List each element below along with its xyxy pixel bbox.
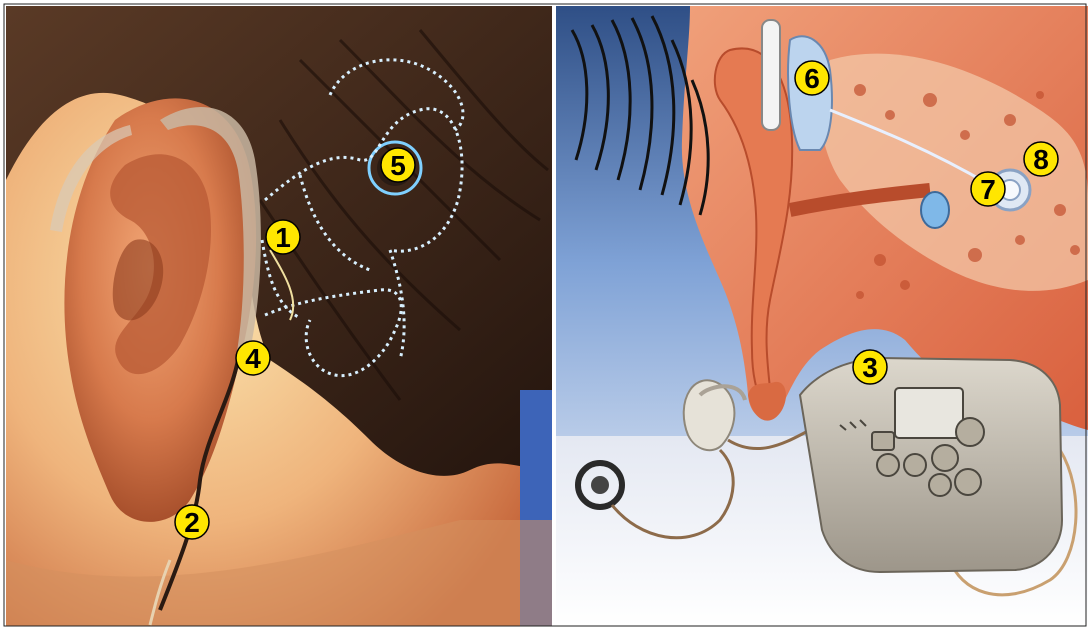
panel-divider: [552, 0, 556, 628]
marker-label: 3: [862, 352, 878, 383]
eardrum: [921, 192, 949, 228]
processor-button-e: [932, 445, 958, 471]
marker-2: 2: [175, 505, 209, 539]
marker-label: 1: [275, 222, 291, 253]
speech-processor-box: [800, 358, 1062, 572]
marker-label: 4: [245, 343, 261, 374]
right-panel-cross-section: [556, 6, 1088, 626]
marker-4: 4: [236, 341, 270, 375]
processor-button-d: [904, 454, 926, 476]
marker-6: 6: [795, 61, 829, 95]
marker-label: 8: [1033, 144, 1049, 175]
processor-button-g: [955, 469, 981, 495]
marker-7: 7: [971, 172, 1005, 206]
marker-label: 5: [390, 150, 406, 181]
processor-button-b: [872, 432, 894, 450]
processor-button-c: [877, 454, 899, 476]
marker-label: 6: [804, 63, 820, 94]
internal-receiver: [762, 20, 780, 130]
marker-label: 7: [980, 174, 996, 205]
processor-button-f: [929, 474, 951, 496]
left-panel-ear-view: [6, 6, 552, 626]
marker-1: 1: [266, 220, 300, 254]
marker-5: 5: [381, 148, 415, 182]
processor-button-a: [956, 418, 984, 446]
transmitter-magnet: [591, 476, 609, 494]
processor-display: [895, 388, 963, 438]
marker-3: 3: [853, 350, 887, 384]
marker-8: 8: [1024, 142, 1058, 176]
marker-label: 2: [184, 507, 200, 538]
